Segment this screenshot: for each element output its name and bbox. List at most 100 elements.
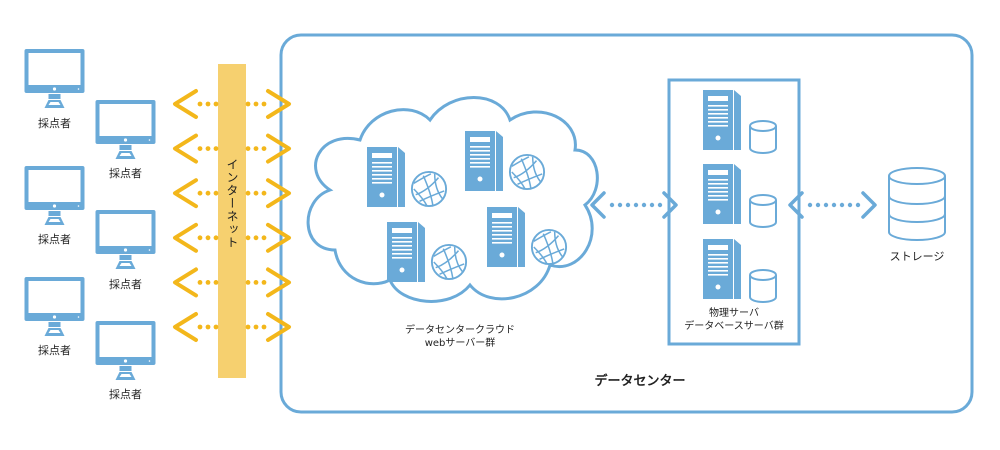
connection-dot — [205, 101, 211, 107]
monitor-icon — [95, 100, 156, 159]
chevron-right-icon — [266, 222, 291, 253]
connection-dot — [253, 146, 259, 152]
connection-arrow — [173, 267, 291, 298]
connection-dot — [213, 190, 219, 196]
connection-dot — [261, 146, 267, 152]
connection-dot — [245, 146, 251, 152]
cloud-db-connection — [590, 191, 678, 219]
connection-dot — [253, 235, 259, 241]
connection-dot — [839, 202, 845, 208]
connection-dot — [823, 202, 829, 208]
connection-dot — [205, 280, 211, 285]
client-label: 採点者 — [109, 388, 142, 401]
internet-bar — [218, 64, 246, 378]
client-label: 採点者 — [38, 344, 71, 357]
chevron-right-icon — [266, 133, 291, 164]
connection-dot — [253, 280, 259, 285]
chevron-left-icon — [173, 267, 198, 298]
connection-dot — [847, 202, 853, 208]
monitor-icon — [24, 277, 85, 336]
db-group-label-line2: データベースサーバ群 — [684, 321, 784, 332]
db-group-label-line1: 物理サーバ — [709, 308, 759, 319]
connection-dot — [205, 146, 211, 152]
clients — [24, 49, 156, 380]
connection-dot — [625, 202, 631, 208]
connection-dot — [197, 190, 203, 196]
storage-label: ストレージ — [889, 250, 945, 263]
connection-dot — [213, 235, 219, 241]
monitor-icon — [24, 166, 85, 225]
datacenter-frame — [279, 33, 974, 414]
monitor-icon — [95, 321, 156, 380]
connection-dot — [245, 235, 251, 241]
connection-dot — [261, 190, 267, 196]
chevron-left-icon — [173, 222, 198, 253]
connection-dot — [213, 101, 219, 107]
connection-dot — [807, 202, 813, 208]
client-label: 採点者 — [109, 167, 142, 180]
connection-dot — [855, 202, 861, 208]
connection-dot — [213, 280, 219, 285]
connection-dot — [197, 101, 203, 107]
db-servers — [703, 90, 777, 303]
connection-dot — [633, 202, 639, 208]
client-label: 採点者 — [109, 278, 142, 291]
connection-dot — [261, 280, 267, 285]
connection-dot — [245, 280, 251, 285]
connection-dot — [261, 324, 267, 330]
chevron-right-icon — [266, 89, 291, 119]
chevron-right-icon — [266, 267, 291, 298]
connection-arrow — [173, 133, 291, 164]
connection-dot — [253, 324, 259, 330]
connection-dot — [205, 235, 211, 241]
connection-arrow — [173, 312, 291, 342]
monitor-icon — [24, 49, 85, 108]
chevron-right-icon — [266, 178, 291, 209]
connection-dot — [245, 190, 251, 196]
client-label: 採点者 — [38, 117, 71, 130]
cloud-label-line2: webサーバー群 — [424, 338, 496, 349]
connection-dot — [197, 324, 203, 330]
chevron-left-icon — [173, 312, 198, 342]
connection-arrow — [173, 89, 291, 119]
db-storage-dotted-line — [807, 202, 861, 208]
connection-dot — [245, 324, 251, 330]
connection-dot — [649, 202, 655, 208]
database-server-icon — [703, 164, 777, 228]
monitor-icon — [95, 210, 156, 269]
connection-dot — [205, 324, 211, 330]
connection-dot — [197, 146, 203, 152]
connection-dot — [261, 101, 267, 107]
datacenter-label: データセンター — [594, 374, 686, 389]
cloud-label-line1: データセンタークラウド — [405, 325, 515, 336]
client-label: 採点者 — [38, 233, 71, 246]
connection-dot — [609, 202, 615, 208]
connection-dot — [213, 324, 219, 330]
cloud-db-dotted-line — [609, 202, 663, 208]
db-storage-connection — [788, 191, 877, 219]
internet-label: インターネット — [225, 158, 239, 249]
connection-dot — [205, 190, 211, 196]
connection-dot — [815, 202, 821, 208]
connection-dot — [261, 235, 267, 241]
internet-connections — [173, 89, 291, 342]
chevron-left-icon — [173, 133, 198, 164]
database-server-icon — [703, 90, 777, 154]
connection-dot — [197, 280, 203, 285]
connection-dot — [641, 202, 647, 208]
connection-dot — [617, 202, 623, 208]
chevron-right-icon — [266, 312, 291, 342]
chevron-left-icon — [173, 178, 198, 209]
database-server-icon — [703, 239, 777, 303]
connection-arrow — [173, 222, 291, 253]
connection-arrow — [173, 178, 291, 209]
connection-dot — [831, 202, 837, 208]
connection-dot — [253, 190, 259, 196]
connection-dot — [253, 101, 259, 107]
storage-cylinder-icon — [888, 167, 946, 241]
chevron-left-icon — [173, 89, 198, 119]
connection-dot — [657, 202, 663, 208]
connection-dot — [213, 146, 219, 152]
connection-dot — [197, 235, 203, 241]
